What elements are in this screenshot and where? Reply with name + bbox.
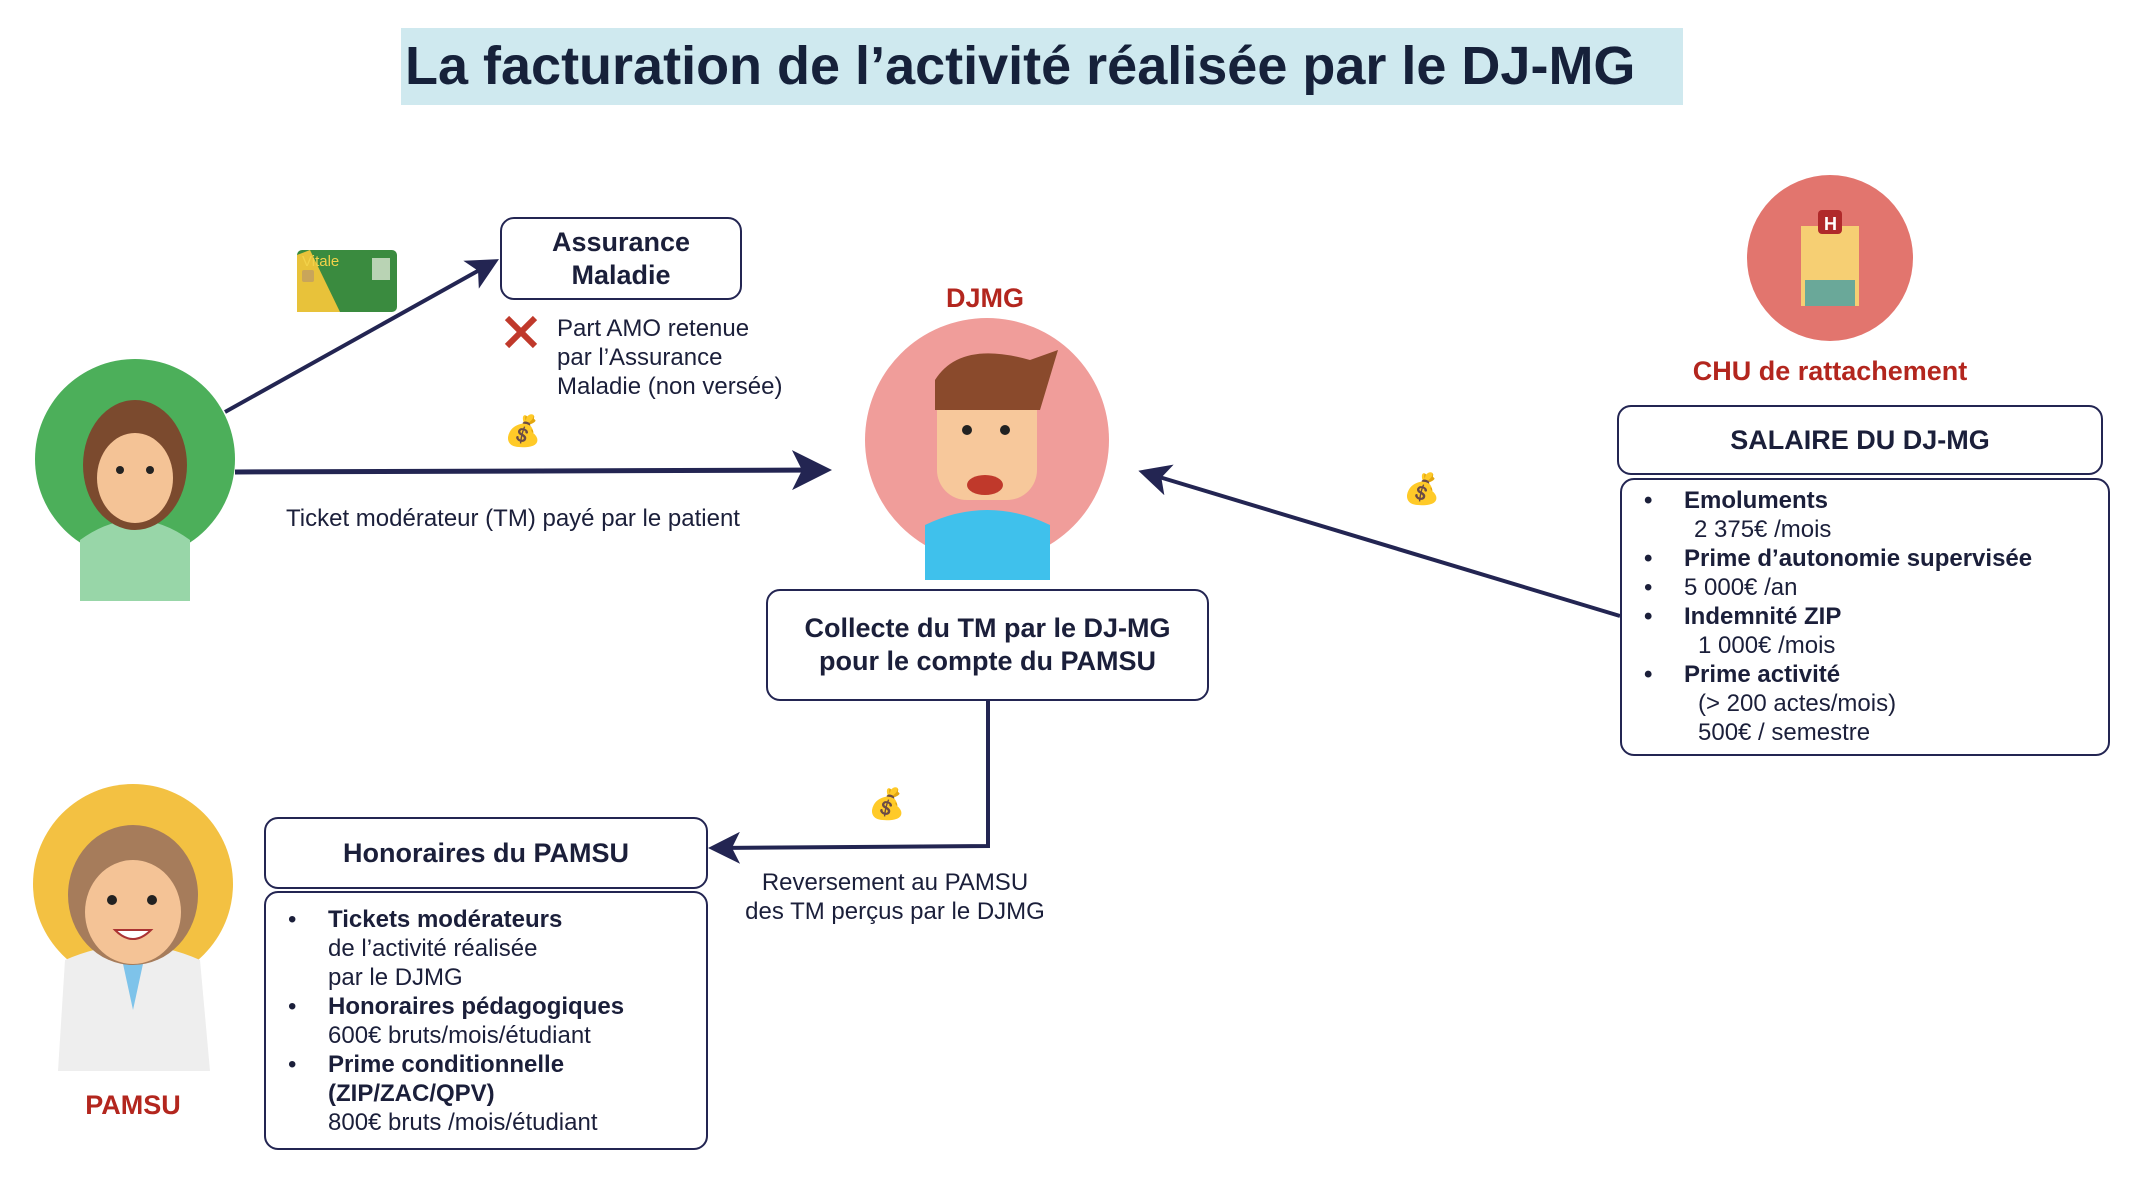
reversement-line: Reversement au PAMSU <box>761 869 1029 896</box>
chu-label: CHU de rattachement <box>1692 356 1968 386</box>
svg-text:Vitale: Vitale <box>302 253 339 270</box>
amo-note: Part AMO retenue par l’Assurance Maladie… <box>557 314 782 401</box>
item-line: (> 200 actes/mois) <box>1698 690 1897 717</box>
item-line: 800€ bruts /mois/étudiant <box>328 1109 598 1136</box>
item-title: Honoraires pédagogiques <box>328 993 625 1020</box>
vitale-card-icon: Vitale <box>297 250 397 312</box>
arrow-to-pamsu <box>708 701 990 864</box>
patient-arrow-label: Ticket modérateur (TM) payé par le patie… <box>286 505 740 532</box>
item-title: Prime conditionnelle <box>328 1051 565 1078</box>
assurance-maladie-box: Assurance Maladie <box>500 217 742 300</box>
hospital-icon: H <box>1747 175 1913 341</box>
pamsu-label: PAMSU <box>85 1090 181 1120</box>
item-title: Prime d’autonomie supervisée <box>1622 544 2108 573</box>
patient-avatar <box>35 359 235 601</box>
svg-text:H: H <box>1824 214 1837 234</box>
arrow-to-djmg <box>234 450 832 491</box>
item-line: 1 000€ /mois <box>1698 632 1836 659</box>
assurance-label: Maladie <box>571 259 671 290</box>
collecte-line: pour le compte du PAMSU <box>818 646 1156 676</box>
note-line: par l’Assurance <box>557 344 723 371</box>
reversement-line: des TM perçus par le DJMG <box>745 898 1045 925</box>
reversement-label: Reversement au PAMSU des TM perçus par l… <box>720 868 1070 926</box>
note-line: Part AMO retenue <box>557 315 750 342</box>
djmg-avatar <box>865 318 1109 580</box>
item-line: 5 000€ /an <box>1622 573 2108 602</box>
djmg-label: DJMG <box>945 283 1024 313</box>
item-title: Tickets modérateurs <box>328 906 563 933</box>
pamsu-header-box: Honoraires du PAMSU <box>264 817 708 889</box>
salaire-body-box: Emoluments 2 375€ /mois Prime d’autonomi… <box>1620 478 2110 756</box>
money-bag-icon: 💰 <box>504 415 542 448</box>
page-title: La facturation de l’activité réalisée pa… <box>401 28 1683 105</box>
money-bag-icon: 💰 <box>1403 473 1441 506</box>
collecte-line: Collecte du TM par le DJ-MG <box>804 613 1171 643</box>
item-line: de l’activité réalisée <box>328 935 538 962</box>
item-title: Prime activité <box>1622 660 2108 689</box>
item-line: 500€ / semestre <box>1698 719 1871 746</box>
note-line: Maladie (non versée) <box>557 373 783 400</box>
item-line: 600€ bruts/mois/étudiant <box>328 1022 591 1049</box>
arrow-to-assurance <box>224 259 499 414</box>
cross-icon <box>504 315 538 349</box>
salaire-header-box: SALAIRE DU DJ-MG <box>1617 405 2103 475</box>
arrow-chu-to-djmg <box>1138 464 1621 618</box>
collecte-box: Collecte du TM par le DJ-MG pour le comp… <box>766 589 1209 701</box>
item-line: 2 375€ /mois <box>1694 516 1832 543</box>
item-title: (ZIP/ZAC/QPV) <box>328 1080 495 1107</box>
item-title: Emoluments <box>1622 486 2108 515</box>
item-title: Indemnité ZIP <box>1622 602 2108 631</box>
item-line: par le DJMG <box>328 964 463 991</box>
money-bag-icon: 💰 <box>868 788 906 821</box>
assurance-label: Assurance <box>551 226 691 257</box>
pamsu-avatar <box>33 784 233 1071</box>
